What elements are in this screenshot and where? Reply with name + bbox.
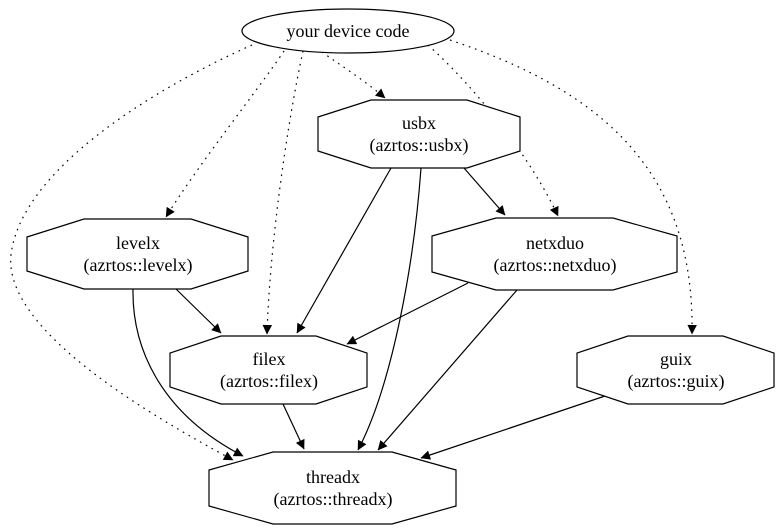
node-device-code: your device code — [241, 8, 455, 54]
edge-filex-threadx — [282, 403, 305, 450]
edge-levelx-filex — [175, 288, 222, 334]
netxduo-octagon — [431, 217, 678, 291]
node-filex: filex (azrtos::filex) — [169, 335, 368, 405]
levelx-octagon — [26, 218, 249, 290]
edge-usbx-threadx — [357, 167, 422, 451]
filex-octagon — [169, 335, 368, 405]
edge-levelx-threadx — [132, 288, 244, 457]
usbx-label: usbx — [402, 113, 436, 133]
levelx-sublabel: (azrtos::levelx) — [84, 255, 193, 276]
node-levelx: levelx (azrtos::levelx) — [26, 218, 249, 290]
guix-sublabel: (azrtos::guix) — [628, 371, 725, 392]
threadx-sublabel: (azrtos::threadx) — [274, 489, 393, 510]
edge-usbx-filex — [296, 167, 392, 334]
threadx-octagon — [208, 451, 457, 525]
node-threadx: threadx (azrtos::threadx) — [208, 451, 457, 525]
node-usbx: usbx (azrtos::usbx) — [317, 99, 521, 169]
threadx-label: threadx — [306, 467, 360, 487]
edge-device-guix — [449, 39, 697, 335]
edge-device-netxduo — [427, 44, 559, 217]
node-netxduo: netxduo (azrtos::netxduo) — [431, 217, 678, 291]
device-code-ellipse — [241, 8, 455, 54]
netxduo-label: netxduo — [526, 233, 584, 253]
edge-usbx-netxduo — [463, 167, 506, 216]
guix-label: guix — [660, 349, 692, 369]
filex-sublabel: (azrtos::filex) — [220, 371, 318, 392]
usbx-sublabel: (azrtos::usbx) — [370, 135, 469, 156]
node-guix: guix (azrtos::guix) — [576, 335, 775, 405]
usbx-octagon — [317, 99, 521, 169]
edge-device-threadx — [10, 44, 253, 461]
filex-label: filex — [253, 349, 286, 369]
guix-octagon — [576, 335, 775, 405]
edge-device-filex — [262, 50, 304, 335]
edge-netxduo-filex — [346, 282, 469, 345]
edge-device-usbx — [321, 51, 386, 99]
device-code-label: your device code — [287, 21, 410, 41]
edge-device-levelx — [165, 50, 285, 218]
edge-netxduo-threadx — [377, 289, 518, 451]
netxduo-sublabel: (azrtos::netxduo) — [494, 255, 617, 276]
levelx-label: levelx — [116, 233, 160, 253]
edge-guix-threadx — [420, 395, 606, 460]
